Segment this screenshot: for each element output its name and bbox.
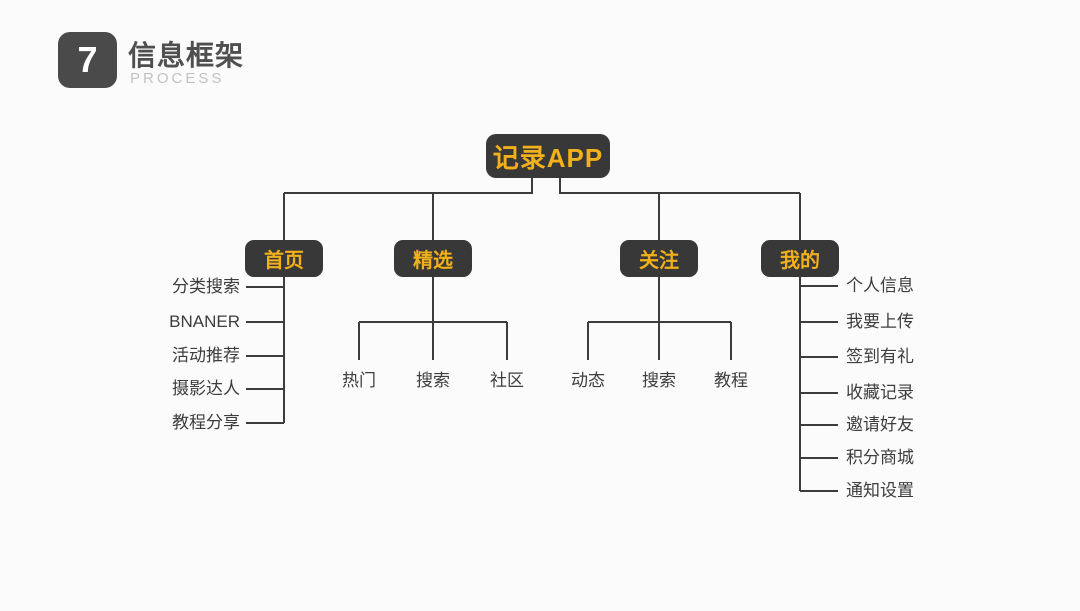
leaf-item: 通知设置 <box>846 481 914 500</box>
leaf-item: BNANER <box>169 312 240 331</box>
leaf-item: 搜索 <box>416 371 450 390</box>
leaf-item: 社区 <box>490 371 524 390</box>
leaf-item: 邀请好友 <box>846 415 914 434</box>
leaf-item: 活动推荐 <box>172 346 240 365</box>
leaf-item: 动态 <box>571 371 605 390</box>
leaf-item: 分类搜索 <box>172 277 240 296</box>
branch-node-home: 首页 <box>245 240 323 277</box>
leaf-item: 搜索 <box>642 371 676 390</box>
root-node-app: 记录APP <box>486 134 610 178</box>
leaf-item: 收藏记录 <box>846 383 914 402</box>
leaf-item: 摄影达人 <box>172 379 240 398</box>
page-title: 信息框架 <box>128 40 245 71</box>
page-subtitle: PROCESS <box>130 70 225 87</box>
branch-node-mine: 我的 <box>761 240 839 277</box>
leaf-item: 我要上传 <box>846 312 914 331</box>
leaf-item: 教程分享 <box>172 413 240 432</box>
leaf-item: 个人信息 <box>846 276 914 295</box>
branch-node-follow: 关注 <box>620 240 698 277</box>
slide-number: 7 <box>77 39 98 80</box>
leaf-item: 积分商城 <box>846 448 914 467</box>
leaf-item: 热门 <box>342 371 376 390</box>
slide-number-badge: 7 <box>58 32 117 88</box>
leaf-item: 教程 <box>714 371 748 390</box>
leaf-item: 签到有礼 <box>846 347 914 366</box>
branch-node-featured: 精选 <box>394 240 472 277</box>
